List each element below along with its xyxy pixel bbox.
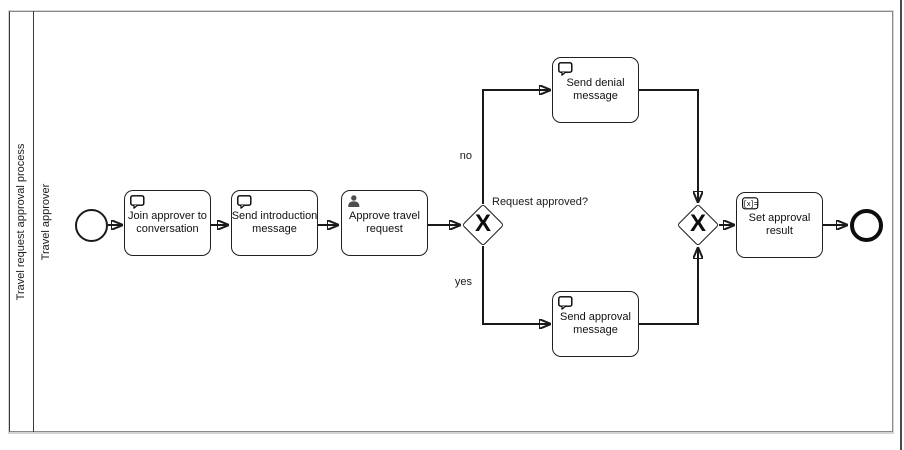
message-icon: [237, 195, 252, 209]
flow-yes-to-approval[interactable]: [482, 246, 550, 324]
gateway-x-marker: X: [689, 210, 706, 237]
gateway-split-exclusive[interactable]: X: [461, 203, 505, 247]
script-icon: [x]=: [742, 197, 759, 210]
flow-label-no: no: [444, 150, 472, 162]
task-label: Approve travel request: [349, 210, 420, 235]
message-icon: [558, 296, 573, 310]
script-glyph: [x]=: [743, 201, 758, 209]
task-send-introduction[interactable]: Send introduction message: [231, 190, 318, 256]
task-send-denial[interactable]: Send denial message: [552, 57, 639, 123]
task-join-approver[interactable]: Join approver to conversation: [124, 190, 211, 256]
message-icon: [130, 195, 145, 209]
task-label: Send introduction message: [231, 210, 318, 235]
flow-label-yes: yes: [440, 276, 472, 288]
task-set-approval-result[interactable]: [x]= Set approval result: [736, 192, 823, 258]
task-label: Join approver to conversation: [128, 210, 207, 235]
task-approve-travel-request[interactable]: Approve travel request: [341, 190, 428, 256]
flow-denial-to-merge[interactable]: [639, 89, 698, 202]
pool-travel-request-approval[interactable]: [9, 11, 893, 432]
task-label: Set approval result: [748, 212, 811, 237]
flow-approval-to-merge[interactable]: [639, 248, 698, 325]
gateway-x-marker: X: [474, 210, 491, 237]
task-send-approval[interactable]: Send approval message: [552, 291, 639, 357]
task-label: Send denial message: [566, 77, 625, 102]
gateway-merge-exclusive[interactable]: X: [676, 203, 720, 247]
user-icon: [347, 195, 361, 208]
message-icon: [558, 62, 573, 76]
gateway-question-label: Request approved?: [492, 196, 589, 208]
window-edge-line: [900, 0, 902, 450]
pool-label-divider: [33, 11, 34, 432]
task-label: Send approval message: [560, 311, 631, 336]
start-event[interactable]: [75, 209, 108, 242]
flow-no-to-denial[interactable]: [482, 90, 550, 204]
end-event[interactable]: [850, 209, 883, 242]
